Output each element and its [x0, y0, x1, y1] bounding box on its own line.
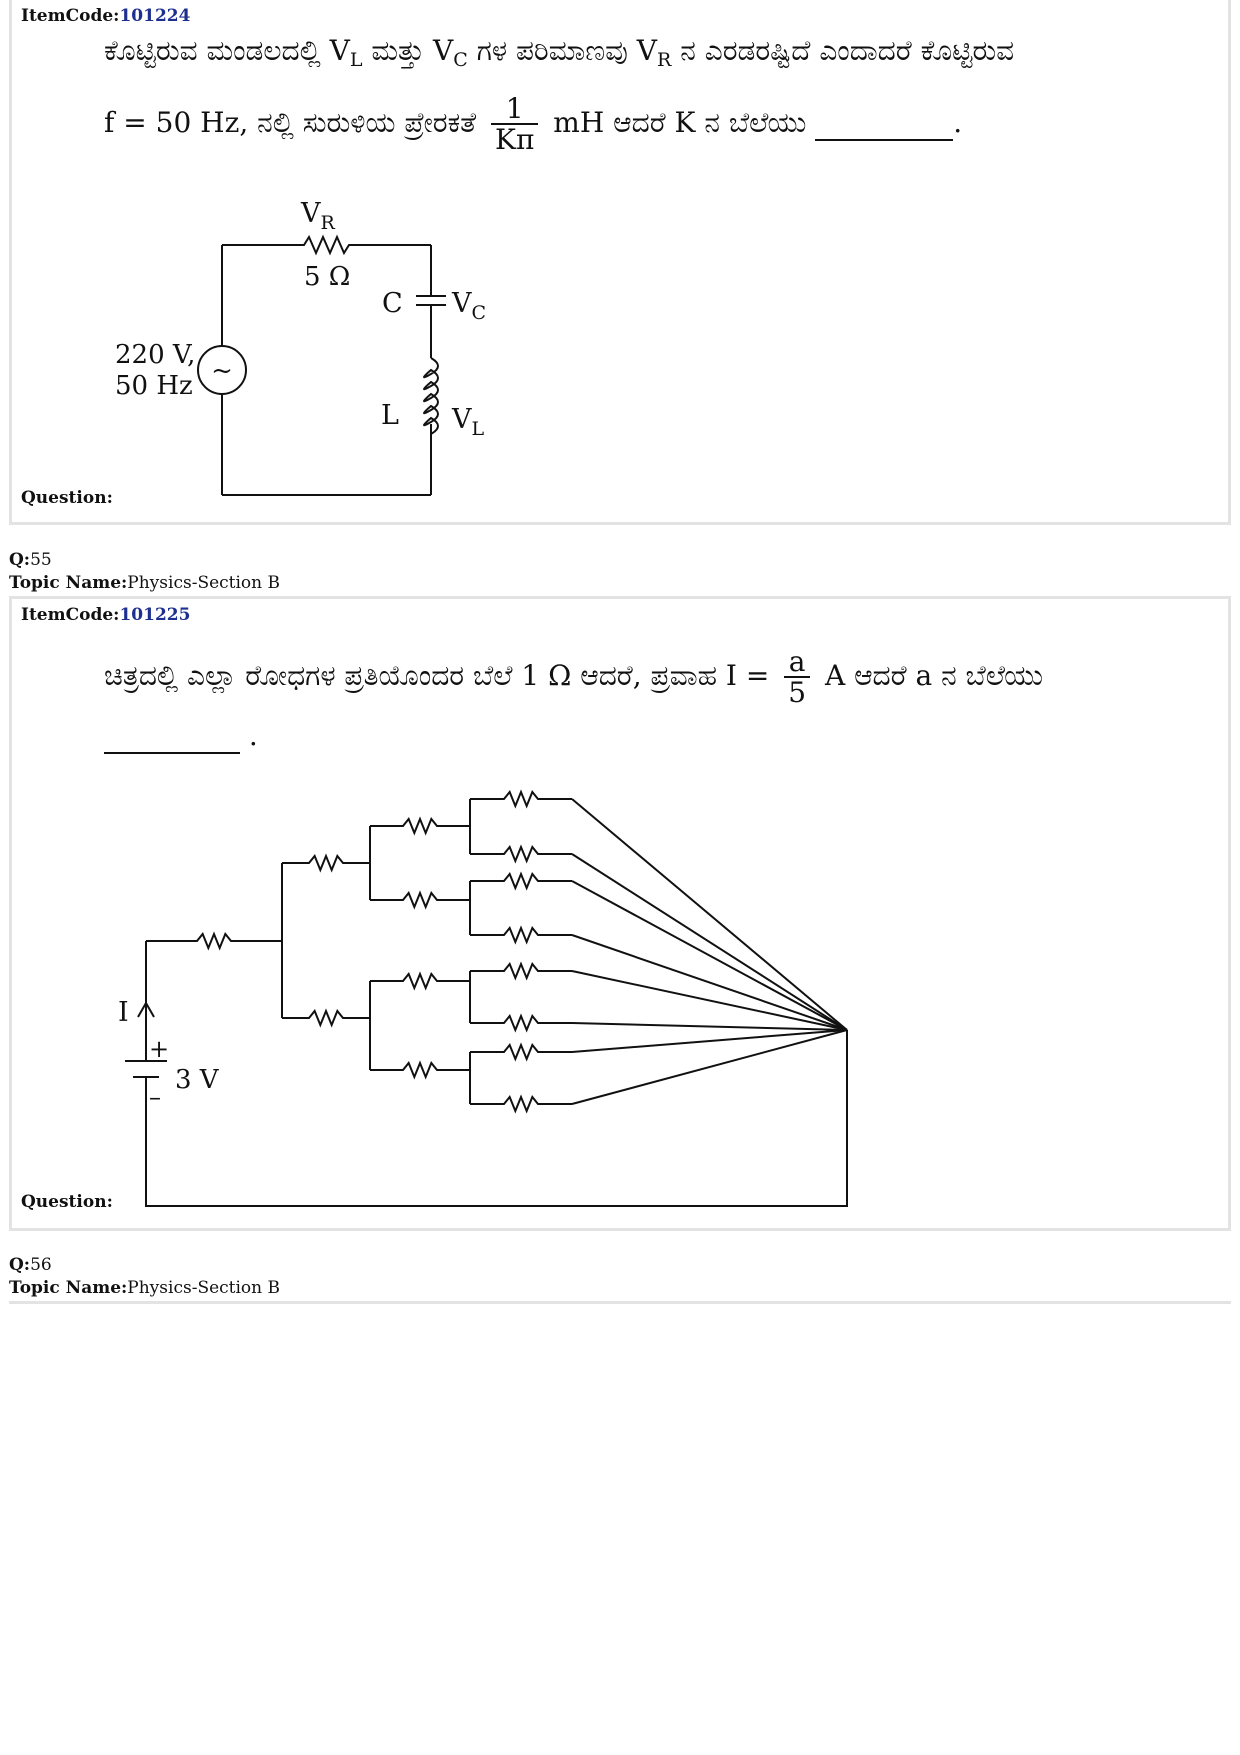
converging-wire: [571, 798, 848, 1031]
label-vc: VC: [451, 288, 486, 324]
topic-value: Physics-Section B: [127, 1278, 281, 1298]
converging-wire: [571, 934, 848, 1031]
question-text-line-1: ಕೊಟ್ಟಿರುವ ಮಂಡಲದಲ್ಲಿ VL ಮತ್ತು VC ಗಳ ಪರಿಮಾ…: [104, 34, 1014, 71]
converging-wire: [571, 880, 848, 1031]
label-source-voltage: 220 V,: [115, 340, 195, 370]
label-battery-voltage: 3 V: [175, 1065, 220, 1095]
resistor-symbol: [470, 1094, 572, 1114]
label-vr: VR: [300, 198, 336, 234]
subscript: R: [321, 212, 336, 234]
question-label-text: Question:: [21, 488, 113, 508]
topic-name: Topic Name:Physics-Section B: [9, 1278, 280, 1298]
current-arrow-icon: [137, 1000, 155, 1018]
subscript: C: [472, 302, 487, 324]
resistor-symbol: [370, 971, 470, 991]
q-label: Q:: [9, 550, 31, 570]
resistor-symbol: [282, 853, 370, 873]
inductor-symbol: [423, 357, 439, 435]
fraction-numerator: 1: [491, 94, 539, 126]
q-number: 56: [30, 1255, 52, 1275]
text-segment: V: [300, 198, 321, 229]
converging-wire: [571, 853, 848, 1031]
resistor-symbol: [470, 961, 572, 981]
text-segment: A ಆದರೆ a ನ ಬೆಲೆಯು: [824, 658, 1044, 692]
item-code-value: 101225: [119, 605, 191, 625]
resistor-symbol: [470, 844, 572, 864]
text-segment: mH ಆದರೆ K ನ ಬೆಲೆಯು: [553, 105, 807, 139]
q-number: 55: [30, 550, 52, 570]
question-number: Q:55: [9, 550, 52, 570]
resistor-symbol: [470, 1042, 572, 1062]
item-code-label: ItemCode:: [21, 6, 120, 26]
resistor-symbol: [370, 890, 470, 910]
ac-source-tilde: ~: [211, 356, 233, 386]
fraction-denominator: 5: [788, 676, 807, 710]
label-inductor: L: [381, 400, 399, 431]
fraction-numerator: a: [784, 647, 811, 679]
label-source-frequency: 50 Hz: [115, 371, 193, 401]
divider: [9, 1301, 1231, 1304]
converging-wire: [571, 970, 848, 1031]
text-segment: V: [451, 288, 472, 319]
text-segment: ಚಿತ್ರದಲ್ಲಿ ಎಲ್ಲಾ ರೋಧಗಳ ಪ್ರತಿಯೊಂದರ ಬೆಲೆ 1…: [104, 658, 770, 692]
item-code-label: ItemCode:: [21, 605, 120, 625]
text-segment: ಮತ್ತು V: [362, 34, 454, 67]
text-segment: .: [248, 719, 258, 752]
answer-blank: [104, 719, 240, 754]
fraction-denominator: Kπ: [495, 123, 535, 157]
label-resistance: 5 Ω: [304, 262, 350, 292]
label-vl: VL: [451, 404, 485, 440]
question-number: Q:56: [9, 1255, 52, 1275]
converging-wire: [571, 1029, 848, 1053]
resistor-symbol: [470, 871, 572, 891]
topic-label: Topic Name:: [9, 1278, 128, 1298]
subscript: C: [453, 49, 468, 71]
resistor-symbol: [370, 816, 470, 836]
wire: [145, 1030, 848, 1207]
resistor-symbol: [222, 234, 431, 256]
answer-blank: [815, 106, 954, 141]
subscript: R: [657, 49, 672, 71]
text-segment: ಗಳ ಪರಿಮಾಣವು V: [467, 34, 658, 67]
label-current: I: [118, 997, 129, 1028]
question-label: Question:: [21, 488, 113, 508]
resistor-symbol: [470, 789, 572, 809]
item-code: ItemCode:101225: [21, 605, 190, 625]
text-segment: ಕೊಟ್ಟಿರುವ ಮಂಡಲದಲ್ಲಿ V: [104, 34, 350, 67]
topic-label: Topic Name:: [9, 573, 128, 593]
subscript: L: [472, 418, 485, 440]
text-segment: .: [953, 105, 963, 139]
converging-wire: [571, 1022, 848, 1031]
converging-wire: [571, 1029, 848, 1105]
resistor-network-diagram: I + –3 V: [118, 789, 848, 1207]
question-text-line-1: ಚಿತ್ರದಲ್ಲಿ ಎಲ್ಲಾ ರೋಧಗಳ ಪ್ರತಿಯೊಂದರ ಬೆಲೆ 1…: [104, 647, 1043, 708]
question-label-text: Question:: [21, 1192, 113, 1212]
topic-value: Physics-Section B: [127, 573, 281, 593]
question-label: Question:: [21, 1192, 113, 1212]
label-plus: +: [149, 1035, 169, 1063]
text-segment: V: [451, 404, 472, 435]
resistor-symbol: [282, 1008, 370, 1028]
label-capacitor: C: [382, 288, 403, 319]
item-code-value: 101224: [119, 6, 191, 26]
question-card-101225: ItemCode:101225 ಚಿತ್ರದಲ್ಲಿ ಎಲ್ಲಾ ರೋಧಗಳ ಪ…: [9, 596, 1231, 1231]
resistor-symbol: [470, 925, 572, 945]
item-code: ItemCode:101224: [21, 6, 190, 26]
question-text-line-2: .: [104, 719, 258, 754]
question-card-101224: ItemCode:101224 ಕೊಟ್ಟಿರುವ ಮಂಡಲದಲ್ಲಿ VL ಮ…: [9, 0, 1231, 525]
resistor-symbol: [146, 931, 282, 951]
resistor-symbol: [370, 1060, 470, 1080]
resistor-symbol: [470, 1013, 572, 1033]
label-minus: –: [149, 1083, 161, 1111]
subscript: L: [349, 49, 363, 71]
q-label: Q:: [9, 1255, 31, 1275]
topic-name: Topic Name:Physics-Section B: [9, 573, 280, 593]
rlc-circuit-diagram: ~ VR 5 Ω C VC L VL 220 V, 50 Hz: [115, 198, 486, 496]
text-segment: ನ ಎರಡರಷ್ಟಿದೆ ಎಂದಾದರೆ ಕೊಟ್ಟಿರುವ: [671, 34, 1015, 67]
text-segment: f = 50 Hz, ನಲ್ಲಿ ಸುರುಳಿಯ ಪ್ರೇರಕತೆ: [104, 105, 477, 139]
